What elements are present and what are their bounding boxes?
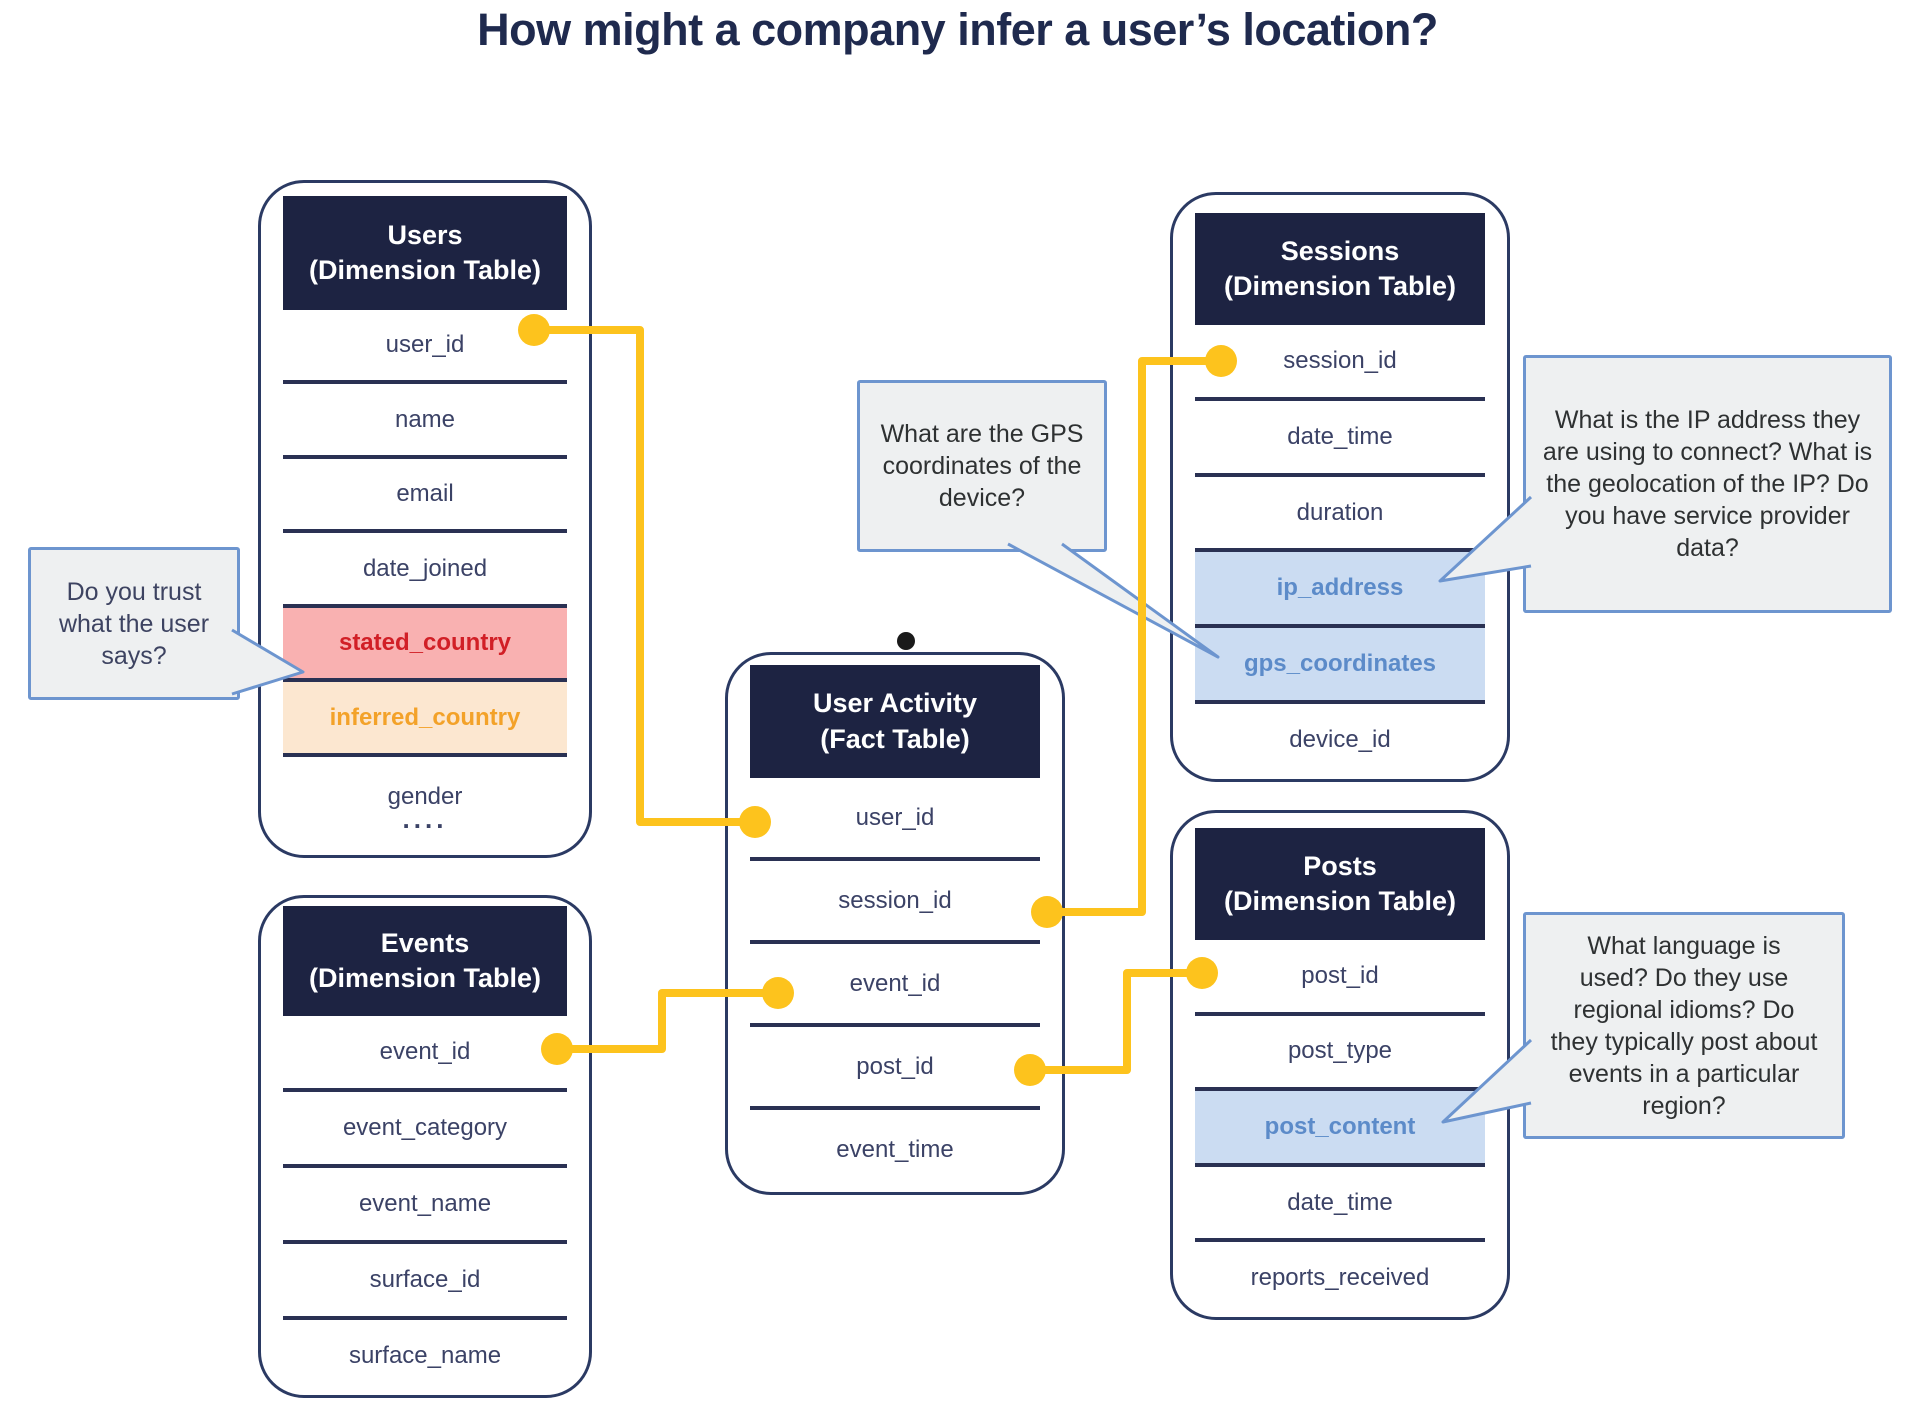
field-row-date-joined: date_joined <box>283 529 567 603</box>
table-subtitle: (Dimension Table) <box>1223 271 1457 301</box>
field-row-inferred-country: inferred_country <box>283 678 567 753</box>
field-row-event-id: event_id <box>283 1016 567 1088</box>
table-subtitle: (Dimension Table) <box>308 255 542 285</box>
field-row-post-content: post_content <box>1195 1087 1485 1163</box>
table-title: Posts <box>1303 850 1377 881</box>
field-row-device-id: device_id <box>1195 700 1485 776</box>
field-row-event-category: event_category <box>283 1088 567 1164</box>
field-label: name <box>394 405 456 433</box>
field-row-post-type: post_type <box>1195 1011 1485 1088</box>
table-title: Events <box>380 927 470 958</box>
field-row-event-name: event_name <box>283 1164 567 1240</box>
field-label: event_id <box>849 969 941 997</box>
callout-text: What language is used? Do they use regio… <box>1550 931 1818 1120</box>
field-row-surface-id: surface_id <box>283 1240 567 1316</box>
field-row-reports-received: reports_received <box>1195 1238 1485 1314</box>
sessions-table: Sessions (Dimension Table) session_id da… <box>1170 192 1510 782</box>
sessions-table-header: Sessions (Dimension Table) <box>1195 213 1485 325</box>
field-label: stated_country <box>338 629 512 657</box>
posts-table: Posts (Dimension Table) post_id post_typ… <box>1170 810 1510 1320</box>
table-title: Sessions <box>1280 235 1400 266</box>
field-row-event-id: event_id <box>750 940 1040 1023</box>
field-row-event-time: event_time <box>750 1106 1040 1189</box>
users-table: Users (Dimension Table) user_id name ema… <box>258 180 592 858</box>
field-label: post_id <box>856 1052 934 1080</box>
posts-table-rows: post_id post_type post_content date_time… <box>1195 940 1485 1314</box>
field-label: device_id <box>1289 726 1391 754</box>
field-row-user-id: user_id <box>750 778 1040 857</box>
anchor-dot <box>897 632 915 650</box>
field-label: surface_name <box>348 1342 502 1369</box>
field-row-stated-country: stated_country <box>283 603 567 679</box>
field-label: post_type <box>1287 1037 1393 1065</box>
field-label: event_name <box>358 1190 492 1217</box>
field-label: gps_coordinates <box>1243 650 1437 678</box>
field-label: event_id <box>379 1038 471 1065</box>
field-label: inferred_country <box>329 703 521 731</box>
field-label: email <box>396 480 454 508</box>
field-row-post-id: post_id <box>750 1023 1040 1106</box>
field-label: ip_address <box>1276 574 1404 602</box>
field-label: post_id <box>1301 961 1379 989</box>
field-row-session-id: session_id <box>750 857 1040 940</box>
sessions-table-rows: session_id date_time duration ip_address… <box>1195 325 1485 776</box>
field-row-gender: gender .... <box>283 752 567 852</box>
field-row-gps-coordinates: gps_coordinates <box>1195 624 1485 701</box>
field-label: gender <box>387 782 463 810</box>
callout-text: Do you trust what the user says? <box>58 577 210 670</box>
ellipsis: .... <box>402 803 448 834</box>
field-row-date-time: date_time <box>1195 1162 1485 1239</box>
field-row-session-id: session_id <box>1195 325 1485 397</box>
table-subtitle: (Dimension Table) <box>308 963 542 993</box>
field-label: user_id <box>855 803 935 831</box>
field-row-post-id: post_id <box>1195 940 1485 1012</box>
field-label: event_category <box>342 1114 508 1141</box>
events-table-rows: event_id event_category event_name surfa… <box>283 1016 567 1392</box>
field-label: user_id <box>385 331 465 359</box>
field-row-date-time: date_time <box>1195 396 1485 473</box>
field-label: duration <box>1296 498 1384 526</box>
field-row-user-id: user_id <box>283 310 567 380</box>
field-label: session_id <box>838 886 952 914</box>
users-table-rows: user_id name email date_joined stated_co… <box>283 310 567 852</box>
field-label: post_content <box>1264 1112 1416 1140</box>
field-row-surface-name: surface_name <box>283 1316 567 1392</box>
callout-text: What are the GPS coordinates of the devi… <box>880 420 1084 512</box>
events-table-header: Events (Dimension Table) <box>283 906 567 1016</box>
events-table: Events (Dimension Table) event_id event_… <box>258 895 592 1398</box>
page-title: How might a company infer a user’s locat… <box>477 4 1438 55</box>
field-row-duration: duration <box>1195 472 1485 549</box>
table-subtitle: (Fact Table) <box>820 723 970 754</box>
field-label: date_time <box>1287 1188 1393 1216</box>
user-activity-table-rows: user_id session_id event_id post_id even… <box>750 778 1040 1189</box>
user-activity-table: User Activity (Fact Table) user_id sessi… <box>725 652 1065 1195</box>
callout-ip: What is the IP address they are using to… <box>1523 355 1892 613</box>
field-label: surface_id <box>369 1266 481 1293</box>
field-label: date_joined <box>362 554 488 582</box>
field-label: reports_received <box>1250 1264 1430 1292</box>
callout-gps: What are the GPS coordinates of the devi… <box>857 380 1107 552</box>
callout-language: What language is used? Do they use regio… <box>1523 912 1845 1139</box>
field-row-email: email <box>283 454 567 529</box>
field-label: session_id <box>1283 346 1397 374</box>
users-table-header: Users (Dimension Table) <box>283 196 567 310</box>
posts-table-header: Posts (Dimension Table) <box>1195 828 1485 940</box>
field-label: event_time <box>836 1135 954 1163</box>
callout-trust: Do you trust what the user says? <box>28 547 240 700</box>
user-activity-table-header: User Activity (Fact Table) <box>750 665 1040 778</box>
table-title: User Activity <box>812 688 978 719</box>
field-row-ip-address: ip_address <box>1195 548 1485 625</box>
field-label: date_time <box>1287 422 1393 450</box>
field-row-name: name <box>283 380 567 454</box>
table-subtitle: (Dimension Table) <box>1223 886 1457 916</box>
table-title: Users <box>387 219 463 250</box>
callout-text: What is the IP address they are using to… <box>1542 406 1873 562</box>
